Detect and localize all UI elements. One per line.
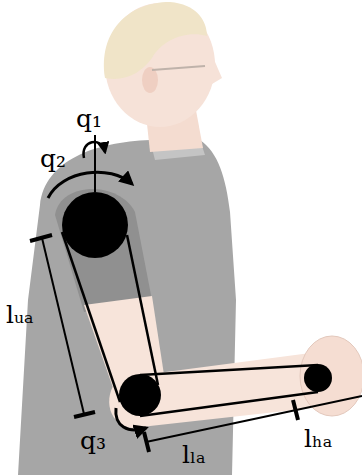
hair [104, 2, 207, 79]
nose [212, 55, 222, 84]
link-line [127, 235, 158, 385]
elbow-joint [119, 374, 161, 416]
ear [142, 67, 158, 93]
length-label: lᵤₐ [6, 302, 34, 327]
fist [300, 336, 362, 416]
dimension-tick [30, 235, 52, 241]
axis-line [94, 135, 96, 192]
dimension-tick [74, 412, 95, 417]
dimension-tick [144, 432, 149, 452]
length-label: lₕₐ [304, 426, 332, 451]
length-label: lₗₐ [182, 442, 206, 467]
glasses [152, 66, 205, 70]
link-line [140, 392, 318, 416]
forearm [109, 352, 330, 428]
joint-label: q₂ [40, 146, 66, 171]
link-line [140, 365, 318, 375]
rotation-arrow [116, 408, 146, 430]
joint-label: q₁ [76, 106, 102, 131]
dimension-line [42, 238, 84, 414]
person-photo [18, 2, 362, 475]
shoulder-joint [62, 192, 128, 258]
wrist-joint [304, 364, 332, 392]
rotation-arrow [48, 172, 132, 198]
kinematic-overlay [30, 135, 362, 452]
joint-label: q₃ [80, 428, 106, 453]
dimension-tick [293, 400, 298, 420]
